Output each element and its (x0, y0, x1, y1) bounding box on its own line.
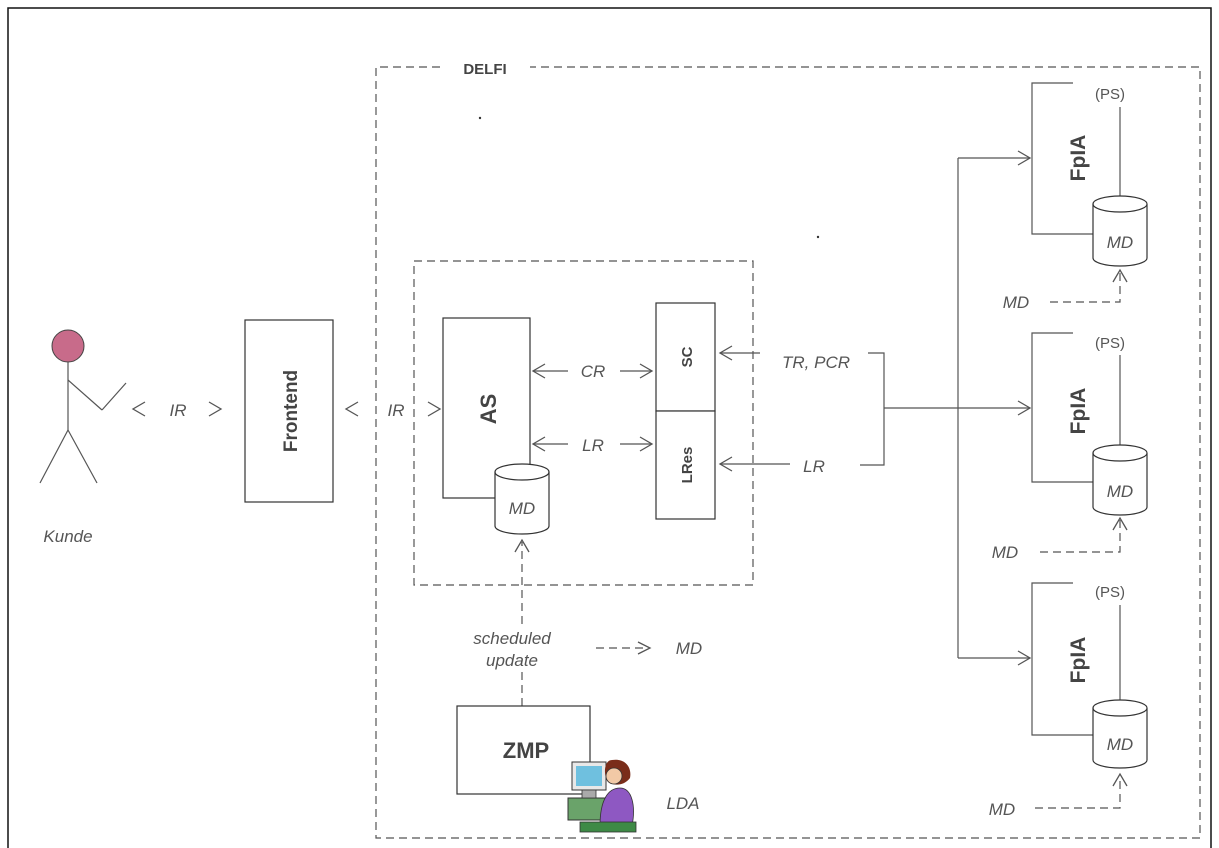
scheduled-md-label: MD (676, 639, 702, 658)
fpia-1-md: MD (1107, 233, 1133, 252)
arrowhead-right (428, 402, 440, 416)
fpia-1-label: FpIA (1067, 135, 1090, 182)
actor-kunde (40, 330, 126, 483)
fpia-2-ps: (PS) (1095, 335, 1125, 352)
zmp-label: ZMP (503, 738, 549, 763)
scheduled-label-1: scheduled (473, 629, 551, 648)
fpia-2-md: MD (1107, 482, 1133, 501)
fpia-1-md-source: MD (1003, 293, 1029, 312)
md-update-arrow (1040, 520, 1120, 552)
fpia-2-label: FpIA (1067, 388, 1090, 435)
lres-label: LRes (679, 447, 696, 484)
stray-dot (479, 117, 481, 119)
md-update-arrow (1035, 776, 1120, 808)
edge-label-lr-1: LR (582, 436, 604, 455)
arrowhead-right (209, 402, 221, 416)
actor-head (52, 330, 84, 362)
operator-at-computer-icon (568, 760, 636, 832)
arrowhead-left (133, 402, 145, 416)
actor-hand (102, 383, 126, 410)
edge-label-ir-1: IR (170, 401, 187, 420)
md-update-arrow (1050, 272, 1120, 302)
bracket-connector (860, 353, 884, 465)
fpia-3-md-source: MD (989, 800, 1015, 819)
actor-leg-left (40, 430, 68, 483)
sc-label: SC (679, 346, 696, 367)
arrowhead-left (346, 402, 358, 416)
scheduled-label-2: update (486, 651, 538, 670)
as-label: AS (476, 394, 501, 425)
fpia-3-label: FpIA (1067, 637, 1090, 684)
stray-dot (817, 236, 819, 238)
fpia-3-ps: (PS) (1095, 584, 1125, 601)
fpia-2-md-source: MD (992, 543, 1018, 562)
lda-label: LDA (666, 794, 699, 813)
fpia-1-ps: (PS) (1095, 86, 1125, 103)
actor-leg-right (68, 430, 97, 483)
edge-label-cr: CR (581, 362, 606, 381)
actor-arm (68, 380, 102, 410)
outer-frame (8, 8, 1211, 848)
frontend-label: Frontend (281, 370, 302, 452)
fpia-3-md: MD (1107, 735, 1133, 754)
edge-label-tr-pcr: TR, PCR (782, 353, 850, 372)
actor-label: Kunde (43, 527, 92, 546)
as-md-label: MD (509, 499, 535, 518)
edge-label-lr-2: LR (803, 457, 825, 476)
delfi-title: DELFI (463, 61, 506, 78)
edge-label-ir-2: IR (388, 401, 405, 420)
